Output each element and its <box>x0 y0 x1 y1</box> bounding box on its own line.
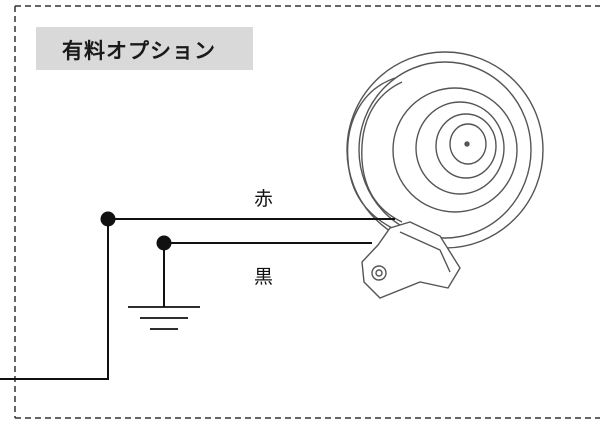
red-wire-label: 赤 <box>254 188 274 210</box>
option-label: 有料オプション <box>62 39 216 63</box>
dashed-enclosure <box>14 5 600 419</box>
option-label-box <box>36 27 253 70</box>
wires <box>0 218 395 380</box>
feed-wire <box>0 219 109 380</box>
black-junction-dot <box>156 235 172 251</box>
red-junction-dot <box>100 211 116 227</box>
siren-speaker-icon <box>346 51 544 299</box>
black-wire-label: 黒 <box>254 266 274 288</box>
ground-symbol-icon <box>128 306 200 330</box>
